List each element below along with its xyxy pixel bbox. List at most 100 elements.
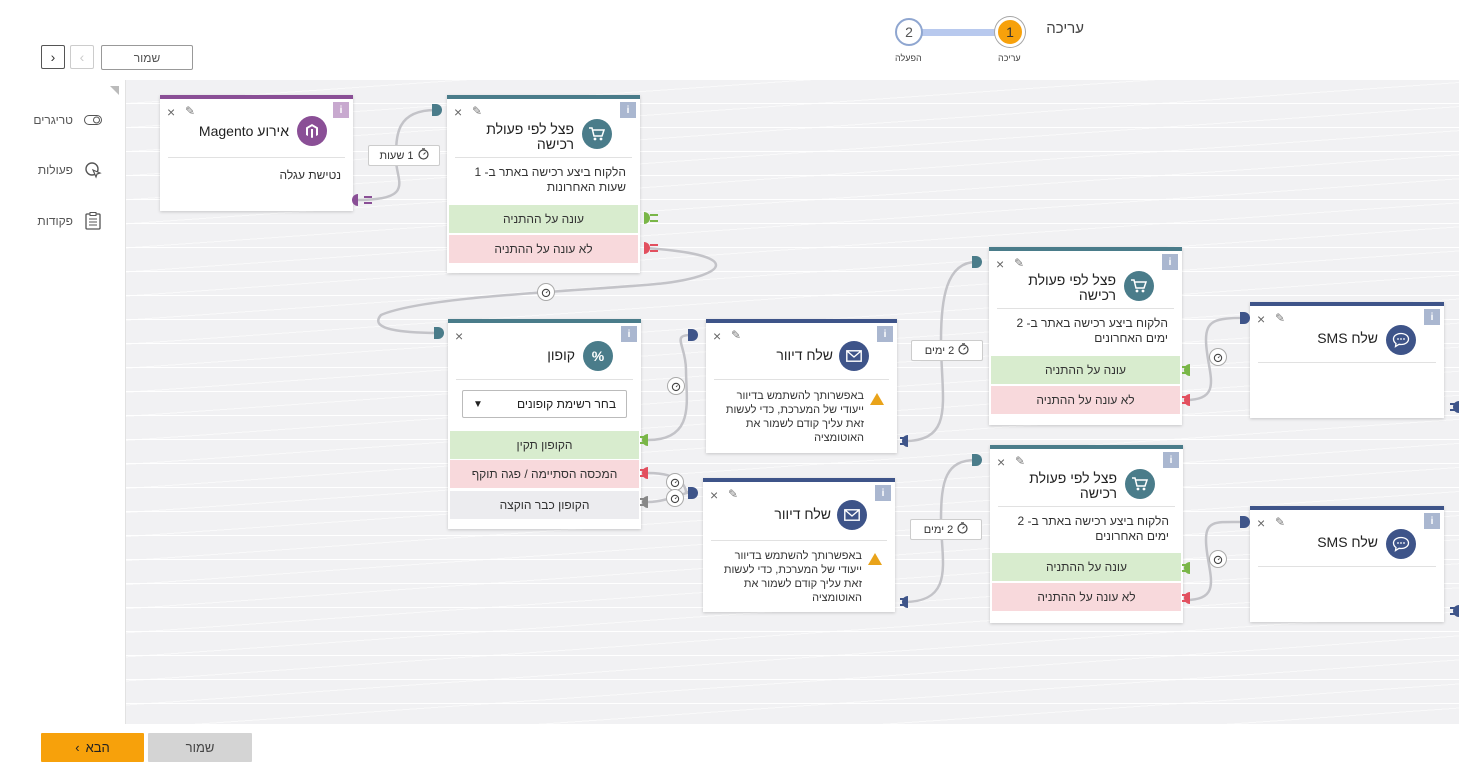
sidebar-item-label: פעולות [37,163,73,177]
info-icon[interactable]: i [333,102,349,118]
close-icon[interactable]: × [1257,515,1266,531]
stopwatch-icon[interactable] [1209,348,1227,366]
node-split-purchase-3[interactable]: i × ✎ פצל לפי פעולת רכישה הלקוח ביצע רכי… [990,445,1183,623]
close-icon[interactable]: × [713,328,722,344]
delay-badge[interactable]: 1 שעות [368,145,440,166]
warning-icon [868,553,882,565]
node-title: שלח דיוור [776,347,833,363]
edit-pencil-icon[interactable]: ✎ [185,104,196,118]
node-separator [711,540,887,541]
node-send-mail-1[interactable]: i × ✎ שלח דיוור באפשרותך להשתמש בדיוור י… [706,319,897,453]
node-send-sms-1[interactable]: i × ✎ שלח SMS [1250,302,1444,418]
edit-pencil-icon[interactable]: ✎ [731,328,742,342]
node-separator [998,506,1175,507]
close-icon[interactable]: × [455,328,464,344]
next-button[interactable]: ‹ הבא [41,733,144,762]
node-title: פצל לפי פעולת רכישה [1029,470,1117,501]
info-icon[interactable]: i [1424,513,1440,529]
node-send-sms-2[interactable]: i × ✎ שלח SMS [1250,506,1444,622]
sidebar-item-actions[interactable]: פעולות [38,160,103,180]
chevron-down-icon: ▼ [473,398,483,410]
sidebar-item-triggers[interactable]: טריגרים [33,110,103,130]
edit-pencil-icon[interactable]: ✎ [1015,454,1026,468]
workflow-canvas[interactable]: i × ✎ אירוע Magento נטישת עגלה i × ✎ פצל… [126,80,1459,724]
node-title: קופון [547,347,575,363]
node-separator [714,379,889,380]
edit-pencil-icon[interactable]: ✎ [1014,256,1025,270]
close-icon[interactable]: × [996,256,1005,272]
step-2-circle[interactable]: 2 [895,18,923,46]
delay-label: 1 שעות [379,149,414,162]
delay-badge[interactable]: 2 ימים [910,519,982,540]
close-icon[interactable]: × [997,454,1006,470]
warning-text: באפשרותך להשתמש בדיוור ייעודי של המערכת,… [725,390,864,444]
node-split-purchase-1[interactable]: i × ✎ פצל לפי פעולת רכישה הלקוח ביצע רכי… [447,95,640,273]
branch-no[interactable]: לא עונה על ההתניה [991,386,1180,414]
step-2-label: הפעלה [895,53,922,63]
step-1-number: 1 [1006,24,1014,40]
coupon-list-select[interactable]: בחר רשימת קופונים ▼ [462,390,627,418]
cart-icon [1124,271,1154,301]
edit-pencil-icon[interactable]: ✎ [472,104,483,118]
stepper-progress-line [909,29,1011,36]
connection-ports [352,104,1459,617]
node-separator [456,379,633,380]
info-icon[interactable]: i [877,326,893,342]
collapse-corner-icon[interactable] [110,86,119,95]
info-icon[interactable]: i [875,485,891,501]
toggle-icon [83,110,103,130]
edit-pencil-icon[interactable]: ✎ [1275,515,1286,529]
node-separator [997,308,1174,309]
node-title: פצל לפי פעולת רכישה [1028,272,1116,303]
envelope-icon [837,500,867,530]
nav-prev-button[interactable]: ‹ [70,45,94,69]
branch-yes[interactable]: עונה על ההתניה [449,205,638,233]
node-separator [455,157,632,158]
percent-icon: % [583,341,613,371]
stopwatch-icon[interactable] [667,377,685,395]
branch-coupon-expired[interactable]: המכסה הסתיימה / פגה תוקף [450,460,639,488]
step-2-number: 2 [905,24,913,40]
save-button-top[interactable]: שמור [101,45,193,70]
node-coupon[interactable]: i × % קופון בחר רשימת קופונים ▼ הקופון ת… [448,319,641,529]
close-icon[interactable]: × [710,487,719,503]
step-1-circle[interactable]: 1 [995,17,1025,47]
node-description: הלקוח ביצע רכישה באתר ב- 2 ימים האחרונים [1017,514,1169,543]
sidebar-item-commands[interactable]: פקודות [37,211,103,231]
next-button-label: הבא [85,740,110,755]
branch-yes[interactable]: עונה על ההתניה [992,553,1181,581]
sidebar-item-label: טריגרים [33,113,73,127]
close-icon[interactable]: × [167,104,176,120]
close-icon[interactable]: × [1257,311,1266,327]
node-send-mail-2[interactable]: i × ✎ שלח דיוור באפשרותך להשתמש בדיוור י… [703,478,895,612]
node-magento-event[interactable]: i × ✎ אירוע Magento נטישת עגלה [160,95,353,211]
stopwatch-icon[interactable] [1209,550,1227,568]
node-description: הלקוח ביצע רכישה באתר ב- 2 ימים האחרונים [1016,316,1168,345]
stopwatch-icon[interactable] [537,283,555,301]
info-icon[interactable]: i [621,326,637,342]
branch-coupon-valid[interactable]: הקופון תקין [450,431,639,459]
info-icon[interactable]: i [1162,254,1178,270]
stopwatch-icon[interactable] [666,489,684,507]
delay-badge[interactable]: 2 ימים [911,340,983,361]
edit-pencil-icon[interactable]: ✎ [1275,311,1286,325]
info-icon[interactable]: i [620,102,636,118]
node-description: נטישת עגלה [279,168,341,182]
branch-no[interactable]: לא עונה על ההתניה [449,235,638,263]
warning-icon [870,393,884,405]
nav-next-button[interactable]: › [41,45,65,69]
node-title: אירוע Magento [198,123,289,139]
info-icon[interactable]: i [1163,452,1179,468]
select-value: בחר רשימת קופונים [516,397,616,411]
save-button-bottom[interactable]: שמור [148,733,252,762]
branch-coupon-used[interactable]: הקופון כבר הוקצה [450,491,639,519]
info-icon[interactable]: i [1424,309,1440,325]
sidebar-item-label: פקודות [37,214,73,228]
edit-pencil-icon[interactable]: ✎ [728,487,739,501]
node-separator [168,157,345,158]
close-icon[interactable]: × [454,104,463,120]
branch-yes[interactable]: עונה על ההתניה [991,356,1180,384]
footer: ‹ הבא שמור [0,724,1459,767]
branch-no[interactable]: לא עונה על ההתניה [992,583,1181,611]
node-split-purchase-2[interactable]: i × ✎ פצל לפי פעולת רכישה הלקוח ביצע רכי… [989,247,1182,425]
